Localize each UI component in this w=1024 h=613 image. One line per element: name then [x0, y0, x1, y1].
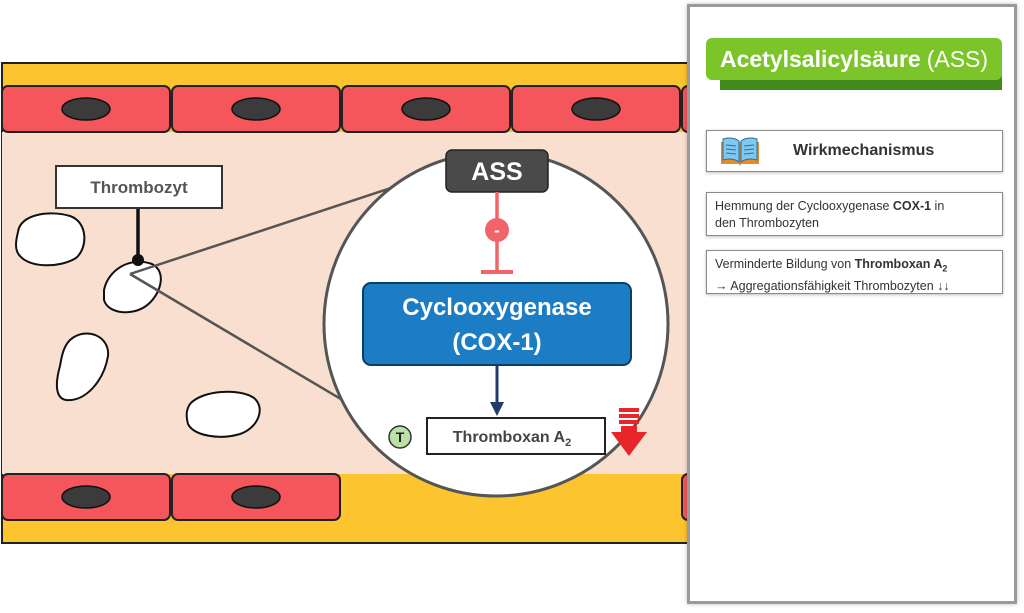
- info2-line1: Verminderte Bildung von Thromboxan A2: [715, 257, 948, 274]
- enzyme-label-line2: (COX-1): [452, 329, 541, 356]
- endothelial-cells-top: [1, 85, 690, 133]
- book-icon: [721, 137, 759, 166]
- blood-vessel-diagram: Thrombozyt ASS - Cyclooxygenase (COX-1) …: [1, 62, 690, 544]
- info-box-inhibition: Hemmung der Cyclooxygenase COX-1 in den …: [706, 192, 1003, 236]
- platelets: [15, 212, 261, 438]
- t-badge-label: T: [396, 429, 405, 445]
- drug-label: ASS: [471, 158, 522, 186]
- platelet-label: Thrombozyt: [90, 178, 188, 197]
- info2-line2: → Aggregationsfähigkeit Thrombozyten ↓↓: [715, 278, 950, 293]
- enzyme-label-line1: Cyclooxygenase: [402, 294, 591, 321]
- synthesis-arrow-head: [490, 402, 504, 416]
- drug-title: Acetylsalicylsäure (ASS): [706, 38, 1002, 80]
- section-header: Wirkmechanismus: [706, 130, 1003, 172]
- t-badge: [388, 425, 412, 449]
- pointer-dot: [132, 254, 144, 266]
- info-box-effect: Verminderte Bildung von Thromboxan A2 → …: [706, 250, 1003, 294]
- inhibition-sign: -: [494, 221, 500, 240]
- drug-title-bold: Acetylsalicylsäure: [719, 45, 921, 72]
- platelet-label-box: [55, 165, 223, 209]
- endothelial-cells-bottom: [1, 473, 690, 521]
- product-box: [426, 417, 606, 455]
- info1-line2: den Thrombozyten: [715, 216, 819, 230]
- inhibition-badge: [485, 218, 509, 242]
- product-label: Thromboxan A2: [453, 429, 571, 449]
- decrease-arrow-icon: [611, 408, 647, 456]
- info-panel: [687, 4, 1017, 604]
- section-label: Wirkmechanismus: [793, 142, 935, 159]
- drug-title-abbr: (ASS): [926, 45, 989, 72]
- info1-line1: Hemmung der Cyclooxygenase COX-1 in: [715, 199, 945, 213]
